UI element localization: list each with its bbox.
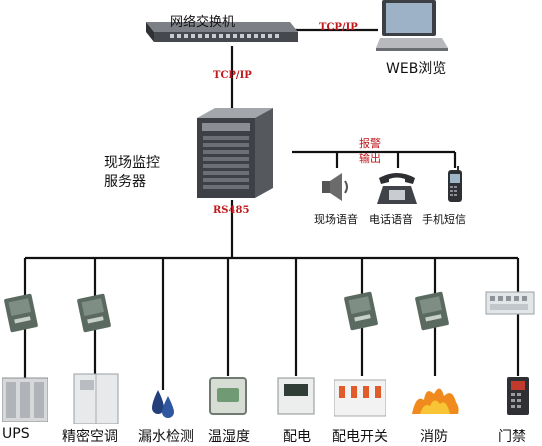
device-label-fire: 消防 — [420, 429, 448, 445]
device-label-switchgear: 配电开关 — [332, 429, 388, 445]
tcpip-top-label: TCP/IP — [319, 22, 358, 33]
alarm-label-line1: 报警 — [359, 137, 381, 150]
web-label: WEB浏览 — [386, 61, 447, 77]
tower-server-icon — [197, 108, 273, 198]
io-module-icon — [77, 293, 111, 333]
fire-icon — [412, 388, 459, 414]
device-label-power: 配电 — [283, 429, 311, 445]
server-label-line2: 服务器 — [104, 174, 146, 190]
device-label-precision-ac: 精密空调 — [62, 429, 118, 445]
device-label-access: 门禁 — [498, 429, 526, 445]
device-label-th: 温湿度 — [208, 429, 250, 445]
io-module-icon — [4, 293, 38, 333]
network-switch-icon — [146, 22, 298, 42]
access-control-icon — [507, 377, 529, 415]
phone-label: 电话语音 — [369, 213, 413, 226]
io-module-icon — [485, 291, 535, 315]
power-meter-icon — [277, 377, 315, 415]
device-label-leak: 漏水检测 — [138, 429, 194, 445]
air-conditioner-icon — [73, 373, 119, 424]
alarm-label-line2: 输出 — [359, 152, 381, 165]
device-label-ups: UPS — [2, 426, 30, 442]
mobile-phone-icon — [448, 166, 462, 202]
laptop-icon — [376, 0, 448, 51]
speaker-label: 现场语音 — [314, 213, 358, 226]
io-module-icon — [344, 291, 378, 331]
ups-cabinet-icon — [2, 377, 48, 422]
server-label-line1: 现场监控 — [104, 155, 160, 171]
io-module-icon — [415, 291, 449, 331]
rs485-label: RS485 — [213, 205, 250, 216]
telephone-icon — [377, 173, 417, 204]
speaker-icon — [322, 173, 348, 201]
mobile-label: 手机短信 — [422, 213, 466, 226]
circuit-breaker-icon — [334, 379, 386, 417]
thermo-hygrometer-icon — [209, 377, 247, 415]
tcpip-mid-label: TCP/IP — [213, 70, 252, 81]
switch-label: 网络交换机 — [170, 15, 236, 30]
water-drop-icon — [152, 390, 174, 418]
